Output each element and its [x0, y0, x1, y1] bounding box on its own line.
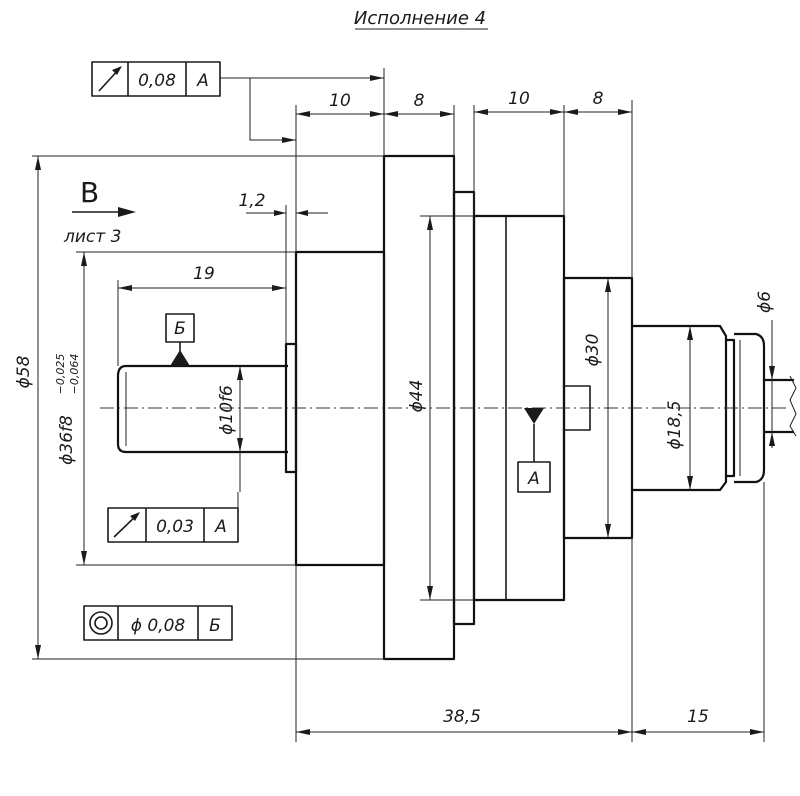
dim-phi36-main: ϕ36f8	[57, 415, 77, 465]
view-sheet: лист 3	[63, 227, 121, 247]
dim-1-2: 1,2	[238, 191, 265, 211]
dim-8-second: 8	[593, 89, 604, 109]
dim-1-2-lines	[246, 205, 328, 344]
runout-frame-left	[107, 492, 239, 543]
dim-10-second: 10	[508, 89, 530, 109]
dim-phi44: ϕ44	[407, 380, 427, 413]
runout-arrow-icon	[113, 512, 140, 538]
runout-top-value: 0,08	[138, 71, 176, 91]
dim-38-5: 38,5	[443, 707, 481, 727]
dim-phi6: ϕ6	[755, 291, 775, 313]
dim-phi18: ϕ18,5	[665, 400, 685, 449]
dim-phi10: ϕ10f6	[217, 385, 237, 435]
top-dimensions	[295, 68, 633, 278]
end-ring	[734, 332, 766, 484]
dim-10-first: 10	[329, 91, 351, 111]
datum-b-label: Б	[174, 319, 186, 339]
concentricity-frame	[83, 605, 233, 641]
dim-phi58: ϕ58	[14, 355, 34, 388]
runout-arrow-icon	[98, 66, 122, 92]
dim-phi36-tol-upper: −0,025	[54, 354, 67, 395]
shaft-phi18	[632, 324, 728, 492]
dim-phi30: ϕ30	[583, 334, 603, 367]
runout-top-datum: A	[196, 71, 209, 91]
runout-left-datum: A	[214, 517, 227, 537]
runout-frame-top	[91, 61, 384, 143]
left-shaft	[116, 364, 288, 454]
break-line	[789, 375, 797, 437]
drawing-title: Исполнение 4	[354, 8, 486, 29]
dim-phi30-lines	[605, 278, 611, 538]
datum-a-label: A	[527, 469, 540, 489]
datum-b-marker	[165, 313, 195, 366]
concentricity-value: ϕ 0,08	[131, 616, 186, 636]
dim-phi44-lines	[420, 215, 474, 601]
dim-phi10-lines	[237, 366, 243, 492]
pin-phi6	[764, 378, 794, 434]
dim-15: 15	[687, 707, 709, 727]
dim-phi6-lines	[769, 320, 775, 448]
dim-8-first: 8	[414, 91, 425, 111]
concentricity-icon	[89, 611, 113, 635]
bottom-dimensions	[295, 482, 765, 742]
dim-phi36-lines	[76, 251, 296, 566]
dim-phi36-group: ϕ36f8 −0,025 −0,064	[54, 354, 81, 465]
dim-19-lines	[117, 280, 286, 366]
dim-phi18-lines	[687, 326, 693, 490]
view-letter: B	[80, 176, 99, 209]
dim-phi36-tol-lower: −0,064	[68, 354, 81, 395]
dim-19: 19	[193, 264, 215, 284]
dim-phi58-lines	[32, 155, 384, 660]
runout-left-value: 0,03	[156, 517, 194, 537]
datum-a-marker	[517, 408, 551, 493]
concentricity-datum: Б	[209, 616, 221, 636]
